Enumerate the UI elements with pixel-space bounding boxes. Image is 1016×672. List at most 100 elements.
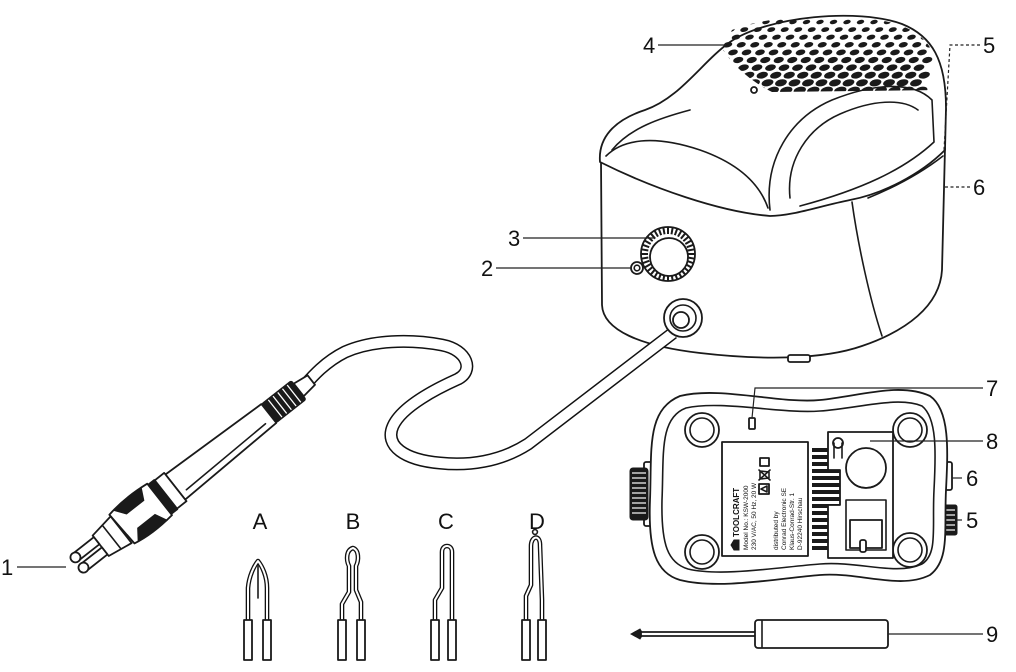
vent-hole [746,56,757,64]
vent-hole [713,26,722,32]
grip-ridges [267,384,302,418]
vent-hole [881,56,892,64]
vent-hole [895,56,906,64]
vent-hole [864,71,876,79]
handle-tube [164,403,278,501]
vent-hole [924,19,932,25]
vent-hole [831,42,841,48]
vent-hole [767,27,776,33]
vent-hole [807,86,820,93]
vent-hole [913,64,925,71]
soldering-station [599,14,947,363]
grip-ridge-line [272,395,288,414]
callout-2: 2 [481,256,493,281]
tip-b-pin [337,619,347,661]
callout-8: 8 [986,429,998,454]
vent-hole [843,19,851,25]
vent-hole [903,49,914,56]
vent-hole [802,79,814,87]
vent-hole [832,64,844,71]
vent-hole [856,19,865,25]
leader-5-top [943,44,980,151]
vent-hole [787,56,798,64]
vent-hole [741,49,752,56]
vent-hole [912,42,922,48]
knob-knurl-line [646,266,654,273]
station-bottom-view: TOOLCRAFT Model No.: KSW-2000 230 V/AC, … [629,389,958,585]
knob-knurl-line [653,230,659,238]
vent-hole [873,64,884,71]
vent-hole [785,34,795,40]
vent-hole [740,27,749,33]
handle-highlight [185,422,267,491]
vent-hole [768,49,779,56]
cable-body [301,329,677,469]
vent-hole [849,49,860,56]
vent-hole [844,42,854,48]
vent-hole [866,34,876,40]
vent-hole [910,19,919,25]
vent-hole [772,34,781,40]
vent-hole [841,56,852,64]
vent-hole [880,34,889,40]
vent-hole [815,79,828,87]
vent-hole [888,27,897,33]
vent-hole [883,79,895,87]
vent-hole [907,34,916,40]
knob-cap [649,237,689,277]
vent-hole [794,27,803,33]
knob-knurl-line [687,248,695,252]
tip-c-pin [447,619,457,661]
vent-hole [870,19,878,25]
tip-b-wire-inner [341,547,362,621]
vent-hole [816,19,824,25]
vent-hole [822,49,833,56]
vent-hole [723,42,733,48]
vent-hole [735,19,743,25]
knob-knurl-line [682,235,690,242]
rubber-feet [684,412,928,570]
vent-hole [773,56,784,64]
vent-hole [863,49,873,56]
vent-hole [837,71,849,79]
vent-hole [896,79,909,87]
knob-knurl-line [657,228,663,236]
vent-hole [842,79,855,87]
tip-d-wire-inner [525,536,543,621]
bracket-tab-slot [859,539,867,553]
vent-hole [728,49,738,56]
vent-hole [827,56,838,64]
callout-leaders [17,44,983,635]
vent-hole [875,27,884,33]
callout-4: 4 [643,33,655,58]
tip-a [243,558,272,661]
rubber-foot-inner [897,417,923,443]
vent-hole [726,27,735,33]
label-distributed: distributed by [773,511,780,550]
vent-hole [893,34,903,40]
vent-hole [775,79,787,87]
screwdriver [629,619,889,649]
rubber-foot-inner [689,539,715,565]
knob-side-ridges [632,472,646,514]
tip-c-pin [430,619,440,661]
tip-d [521,528,547,661]
cable-outline [300,327,677,471]
certification-icon-inner [760,485,768,493]
knob-knurl-line [646,235,654,242]
bracket-slot [833,442,843,459]
station-side-edge-line [867,155,944,199]
vent-hole [805,64,817,71]
tip-c [430,543,457,661]
screwdriver-shaft [640,631,757,637]
vent-hole [766,86,779,93]
vent-hole [846,64,857,71]
tip-label-b: B [346,509,361,534]
vent-hole [736,42,746,48]
rubber-foot-inner [689,417,715,443]
heatsink-fin [812,490,860,494]
tip-holder-end [77,561,90,574]
vent-hole [783,71,795,79]
housing-mark [748,417,756,430]
